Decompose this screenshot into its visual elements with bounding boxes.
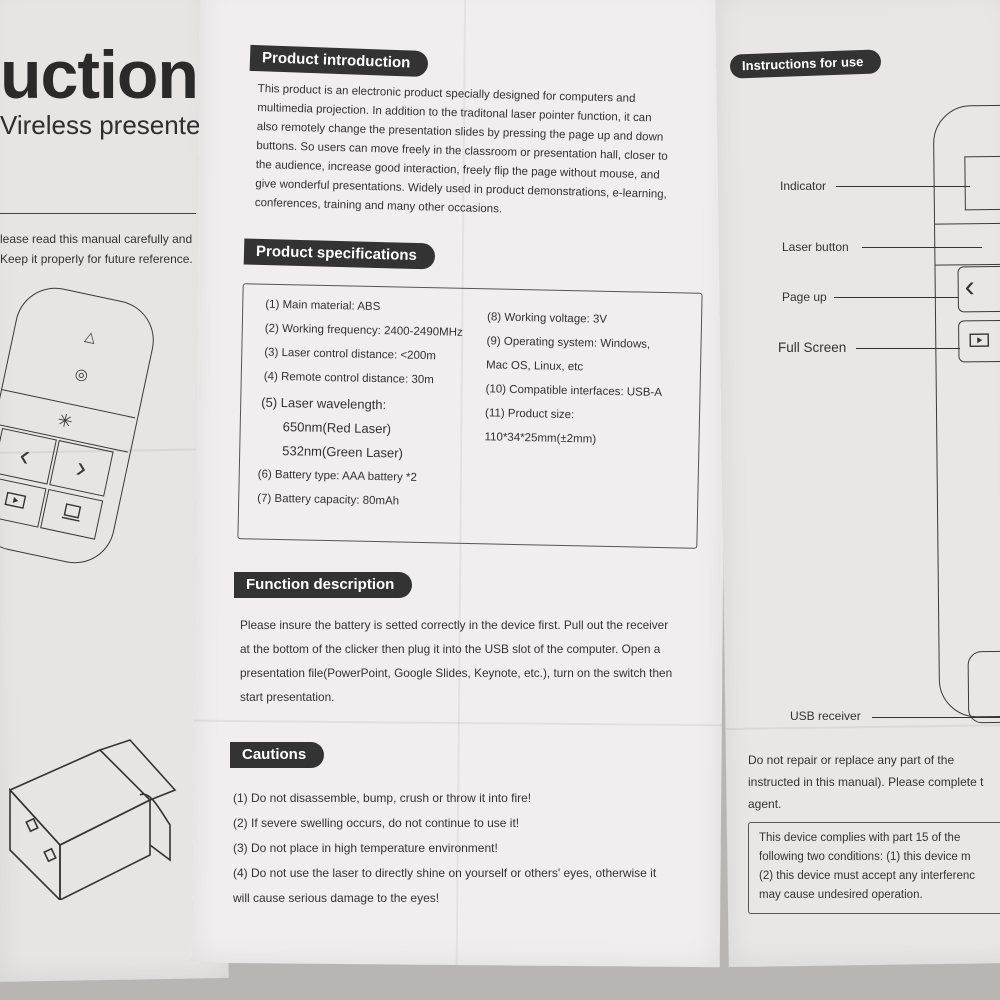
spec-item: (5) Laser wavelength: xyxy=(261,394,387,413)
function-line: start presentation. xyxy=(240,690,335,704)
prev-icon: ‹ xyxy=(0,427,57,485)
repair-line: Do not repair or replace any part of the xyxy=(748,753,955,767)
next-icon: › xyxy=(49,440,114,497)
repair-line: agent. xyxy=(748,797,782,811)
presenter-drawing-left: △ ◎ ✳ ‹ › xyxy=(0,280,162,571)
spec-item: (4) Remote control distance: 30m xyxy=(263,370,434,387)
spec-item: 650nm(Red Laser) xyxy=(282,419,392,437)
spec-item: (1) Main material: ABS xyxy=(265,298,381,314)
indicator-label: Indicator xyxy=(780,179,827,193)
spec-item: (2) Working frequency: 2400-2490MHz xyxy=(264,322,463,339)
spec-item: (6) Battery type: AAA battery *2 xyxy=(257,468,417,484)
function-line: at the bottom of the clicker then plug i… xyxy=(240,642,661,656)
fcc-line: may cause undesired operation. xyxy=(759,889,923,901)
left-subtitle-fragment: Vireless presenter xyxy=(0,110,210,140)
fcc-text: This device complies with part 15 of the… xyxy=(759,829,1000,905)
function-description-heading: Function description xyxy=(234,572,413,598)
fcc-line: This device complies with part 15 of the xyxy=(759,832,961,844)
spec-item: (3) Laser control distance: <200m xyxy=(264,346,437,363)
indicator-leader xyxy=(836,186,970,187)
caution-line: (4) Do not use the laser to directly shi… xyxy=(233,866,657,880)
product-introduction-text: This product is an electronic product sp… xyxy=(255,80,688,224)
caution-line: will cause serious damage to the eyes! xyxy=(233,891,440,905)
repair-line: instructed in this manual). Please compl… xyxy=(748,775,984,789)
fcc-line: following two conditions: (1) this devic… xyxy=(759,851,971,863)
page-up-leader xyxy=(834,297,958,298)
usb-receiver-leader xyxy=(872,717,1000,718)
presenter-drawing-right: ‹ xyxy=(932,104,1000,724)
product-specifications-heading: Product specifications xyxy=(243,238,436,270)
spec-item: 110*34*25mm(±2mm) xyxy=(484,431,597,446)
divider xyxy=(0,213,196,214)
function-line: Please insure the battery is setted corr… xyxy=(240,618,669,632)
page-up-label: Page up xyxy=(782,290,827,304)
spec-item: (9) Operating system: Windows, xyxy=(486,335,651,351)
spec-item: (10) Compatible interfaces: USB-A xyxy=(485,383,663,400)
repair-notice: Do not repair or replace any part of the… xyxy=(748,749,1000,815)
cautions-heading: Cautions xyxy=(230,742,325,768)
left-note-line: lease read this manual carefully and xyxy=(0,232,193,246)
usb-receiver-drawing xyxy=(8,739,177,900)
prev-icon: ‹ xyxy=(957,265,1000,313)
laser-button-leader xyxy=(862,247,982,248)
function-description-text: Please insure the battery is setted corr… xyxy=(240,613,700,709)
fcc-line: (2) this device must accept any interfer… xyxy=(759,870,976,882)
spec-item: (11) Product size: xyxy=(484,407,575,422)
fullscreen-icon xyxy=(958,319,1000,363)
caution-line: (1) Do not disassemble, bump, crush or t… xyxy=(233,791,532,805)
left-note-line: Keep it properly for future reference. xyxy=(0,252,193,266)
left-title-fragment: uction xyxy=(0,37,199,113)
laser-button-divider xyxy=(935,222,1000,266)
usb-slot xyxy=(967,650,1000,724)
fold-line xyxy=(725,723,1000,731)
screen-icon xyxy=(40,488,104,540)
full-screen-label: Full Screen xyxy=(778,340,847,355)
spec-item: (7) Battery capacity: 80mAh xyxy=(257,492,400,508)
caution-line: (2) If severe swelling occurs, do not co… xyxy=(233,816,520,830)
cautions-text: (1) Do not disassemble, bump, crush or t… xyxy=(233,786,703,911)
fcc-statement-box: This device complies with part 15 of the… xyxy=(748,822,1000,914)
circle-icon: ◎ xyxy=(73,365,90,385)
usb-receiver-label: USB receiver xyxy=(790,709,861,723)
spec-item: (8) Working voltage: 3V xyxy=(486,311,608,326)
full-screen-leader xyxy=(856,348,960,349)
caution-line: (3) Do not place in high temperature env… xyxy=(233,841,498,855)
specifications-box: (1) Main material: ABS (2) Working frequ… xyxy=(237,283,703,549)
function-line: presentation file(PowerPoint, Google Sli… xyxy=(240,666,673,680)
fullscreen-icon xyxy=(0,476,47,528)
laser-button-label: Laser button xyxy=(782,240,849,254)
indicator-bracket xyxy=(964,155,1000,211)
spec-item: Mac OS, Linux, etc xyxy=(485,359,584,374)
triangle-icon: △ xyxy=(83,327,98,346)
spec-item: 532nm(Green Laser) xyxy=(282,443,404,461)
